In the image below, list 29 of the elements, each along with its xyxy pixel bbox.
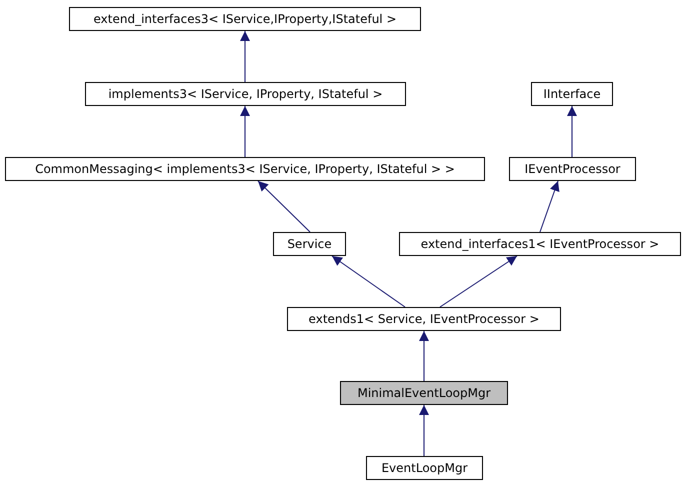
class-box	[85, 82, 406, 106]
class-box	[366, 456, 483, 480]
inheritance-arrow	[332, 256, 406, 308]
inheritance-arrow	[419, 404, 429, 456]
class-name: MinimalEventLoopMgr	[357, 386, 491, 400]
class-box	[273, 232, 346, 256]
class-box	[5, 157, 485, 181]
class-box	[399, 232, 681, 256]
inheritance-arrow	[240, 30, 250, 82]
class-name: extend_interfaces1< IEventProcessor >	[420, 237, 660, 251]
inheritance-arrow	[240, 106, 250, 158]
inheritance-arrow	[540, 180, 560, 232]
class-name: implements3< IService, IProperty, IStateful >	[108, 87, 383, 101]
class-box	[531, 82, 613, 106]
inheritance-arrow	[440, 256, 518, 308]
class-name: CommonMessaging< implements3< IService, IProperty, IStateful > >	[35, 162, 455, 176]
class-box	[287, 307, 561, 331]
class-name: extends1< Service, IEventProcessor >	[308, 312, 540, 326]
class-name: EventLoopMgr	[381, 461, 468, 475]
inheritance-arrow	[419, 330, 429, 382]
class-name: IInterface	[543, 87, 601, 101]
class-box	[340, 381, 508, 405]
class-name: Service	[287, 237, 332, 251]
class-name: IEventProcessor	[524, 162, 620, 176]
inheritance-arrow	[258, 180, 310, 232]
class-name: extend_interfaces3< IService,IProperty,IStateful >	[93, 12, 397, 26]
class-box	[69, 7, 421, 31]
class-box	[509, 157, 636, 181]
inheritance-arrow	[567, 106, 577, 158]
